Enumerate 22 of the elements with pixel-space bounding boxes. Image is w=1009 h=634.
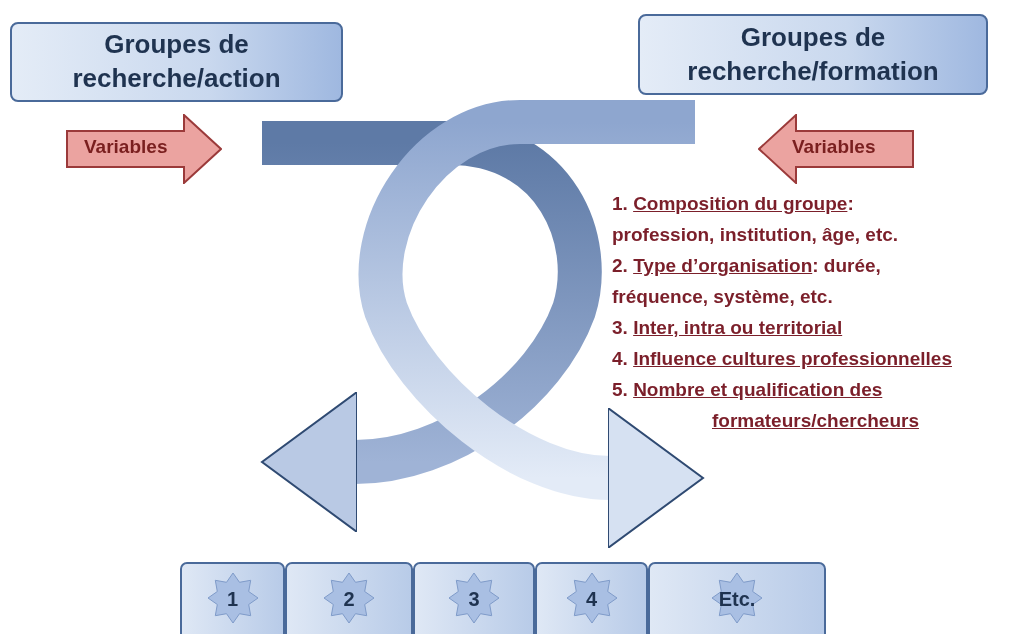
variable-list-item: 3. Inter, intra ou territorial xyxy=(612,316,844,340)
group-box: Groupes de recherche/formation xyxy=(638,14,988,95)
step-number: 4 xyxy=(584,588,599,611)
step-number: 2 xyxy=(342,588,356,611)
variable-list-item: 2. Type d’organisation: durée, fréquence, système, etc. xyxy=(612,254,882,309)
variable-list-item: 1. Composition du groupe: profession, institution, âge, etc. xyxy=(612,192,900,247)
variables-text: Variables xyxy=(792,136,876,158)
step-box xyxy=(180,562,285,634)
step-number: 1 xyxy=(225,588,240,611)
variable-list-item: 5. Nombre et qualification des formateurs/chercheurs xyxy=(612,378,920,433)
step-box xyxy=(285,562,413,634)
block-arrow xyxy=(66,114,222,184)
curved-arrow xyxy=(358,100,704,549)
step-box xyxy=(413,562,535,634)
step-box xyxy=(648,562,826,634)
step-box xyxy=(535,562,648,634)
group-box: Groupes de recherche/action xyxy=(10,22,343,102)
step-number: Etc. xyxy=(717,588,757,611)
block-arrow xyxy=(758,114,914,184)
variable-list-item: 4. Influence cultures professionnelles xyxy=(612,347,953,371)
step-number: 3 xyxy=(467,588,481,611)
variables-text: Variables xyxy=(84,136,168,158)
